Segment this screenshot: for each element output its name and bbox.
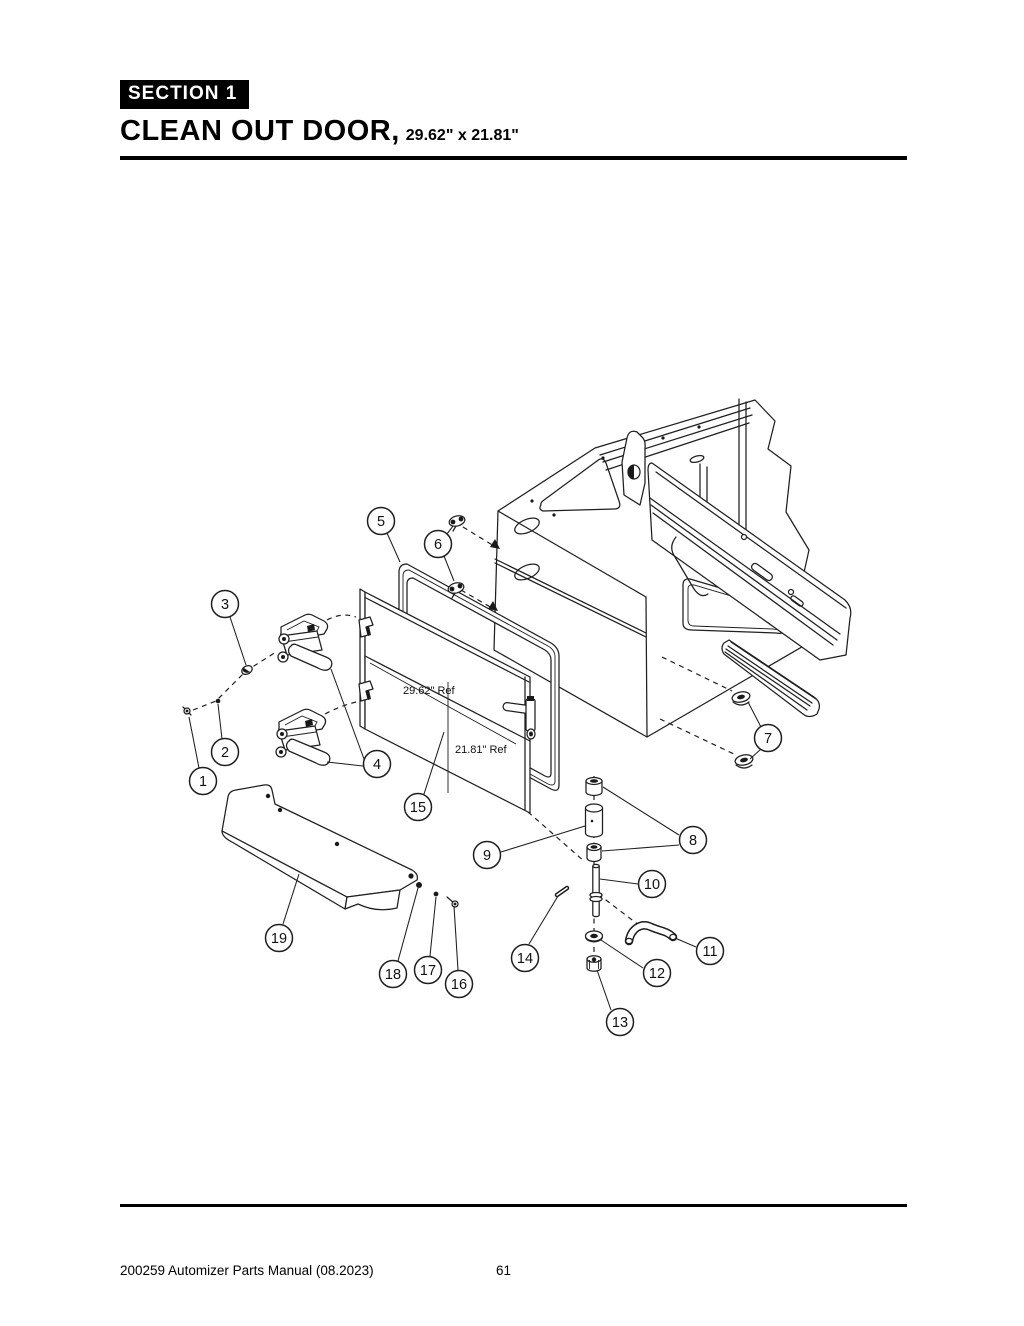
rail-striped-flange (721, 639, 821, 718)
width-ref-label: 29.62" Ref (403, 685, 456, 697)
header-rule (120, 156, 907, 160)
install-arrow-top (490, 539, 500, 549)
latch-keeper-bottom (733, 752, 755, 769)
svg-text:5: 5 (377, 514, 385, 530)
roll-pin (554, 885, 570, 898)
svg-text:12: 12 (649, 966, 665, 982)
callout-10: 10 (599, 869, 667, 899)
toggle-latch-bottom (275, 708, 331, 766)
title-dimensions: 29.62" x 21.81" (405, 127, 519, 144)
callout-15: 15 (403, 731, 445, 822)
footer-page-number: 61 (496, 1263, 512, 1278)
svg-text:9: 9 (483, 848, 491, 864)
pin-cap (585, 776, 603, 797)
callout-5: 5 (366, 506, 401, 563)
title-text: CLEAN OUT DOOR, (120, 115, 400, 147)
svg-text:7: 7 (764, 731, 772, 747)
svg-text:1: 1 (199, 774, 207, 790)
callout-16: 16 (444, 905, 474, 999)
toggle-latch-top (277, 613, 333, 671)
clean-out-door-panel: 29.62" Ref 21.81" Ref (358, 588, 536, 814)
callout-17: 17 (413, 896, 443, 985)
svg-text:10: 10 (644, 877, 660, 893)
deflector-screws (416, 882, 459, 908)
svg-text:17: 17 (420, 963, 436, 979)
svg-text:16: 16 (451, 977, 467, 993)
svg-text:19: 19 (271, 931, 287, 947)
callout-19: 19 (264, 873, 300, 953)
callout-3: 3 (210, 589, 247, 666)
svg-text:15: 15 (410, 800, 426, 816)
deflector-plate (221, 784, 419, 911)
pin-bushing (586, 842, 602, 863)
latch-fasteners (182, 664, 253, 716)
svg-text:3: 3 (221, 597, 229, 613)
callout-8: 8 (601, 786, 708, 855)
svg-text:18: 18 (385, 967, 401, 983)
callout-11: 11 (674, 936, 725, 966)
washer (584, 930, 604, 943)
callout-18: 18 (378, 887, 419, 989)
width-dimension-line (369, 662, 517, 745)
mount-rail-drawing (647, 462, 852, 718)
callout-2: 2 (210, 703, 240, 767)
svg-text:2: 2 (221, 745, 229, 761)
svg-text:4: 4 (373, 757, 381, 773)
section-label: SECTION 1 (120, 80, 250, 109)
callout-7: 7 (747, 701, 783, 760)
callout-9: 9 (472, 825, 586, 870)
footer-rule (120, 1204, 907, 1207)
footer-manual-ref: 200259 Automizer Parts Manual (08.2023) (120, 1263, 374, 1278)
page-header: SECTION 1 CLEAN OUT DOOR, 29.62" x 21.81" (120, 80, 519, 148)
page-title: CLEAN OUT DOOR, 29.62" x 21.81" (120, 115, 519, 148)
callout-13: 13 (596, 969, 635, 1037)
svg-text:11: 11 (702, 944, 717, 960)
lock-nut (586, 955, 602, 972)
lifting-lug (621, 430, 646, 506)
pin-sleeve (584, 803, 604, 838)
oval-hole-top (514, 517, 540, 535)
callout-1: 1 (188, 716, 218, 796)
hinge-pin-shaft (589, 863, 603, 918)
callout-6: 6 (423, 525, 455, 582)
door-handle (502, 696, 536, 740)
callout-4: 4 (326, 668, 392, 779)
callout-14: 14 (510, 895, 559, 973)
hinge-pin-hardware (182, 513, 755, 972)
oval-hole-bottom (514, 563, 540, 581)
svg-text:8: 8 (689, 833, 697, 849)
svg-text:13: 13 (612, 1015, 628, 1031)
install-arrow-bottom (488, 601, 498, 611)
svg-text:6: 6 (434, 537, 442, 553)
callout-12: 12 (600, 939, 672, 988)
height-ref-label: 21.81" Ref (455, 744, 508, 756)
latch-handle (624, 921, 678, 946)
svg-text:14: 14 (517, 951, 533, 967)
